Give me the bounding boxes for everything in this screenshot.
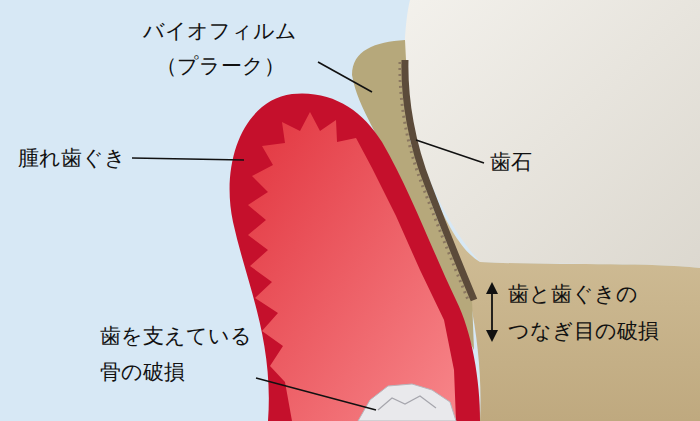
double-arrow xyxy=(491,292,493,332)
gum-inner xyxy=(248,112,456,421)
bone-texture xyxy=(378,396,436,410)
callout-label: バイオフィルム （プラーク） xyxy=(143,14,297,84)
swollen-gum xyxy=(230,93,480,421)
arrow-head xyxy=(486,330,498,342)
callout-label: 歯を支えている 骨の破損 xyxy=(100,318,252,390)
leader-line xyxy=(132,158,244,160)
bone xyxy=(358,384,456,421)
callout-label: 歯と歯ぐきの つなぎ目の破損 xyxy=(508,276,659,350)
callout-label: 歯石 xyxy=(490,148,532,176)
leader-line xyxy=(318,62,372,92)
arrow-head xyxy=(486,282,498,294)
leader-line xyxy=(256,378,376,410)
callout-label: 腫れ歯ぐき xyxy=(18,144,126,172)
leader-line xyxy=(416,140,484,163)
